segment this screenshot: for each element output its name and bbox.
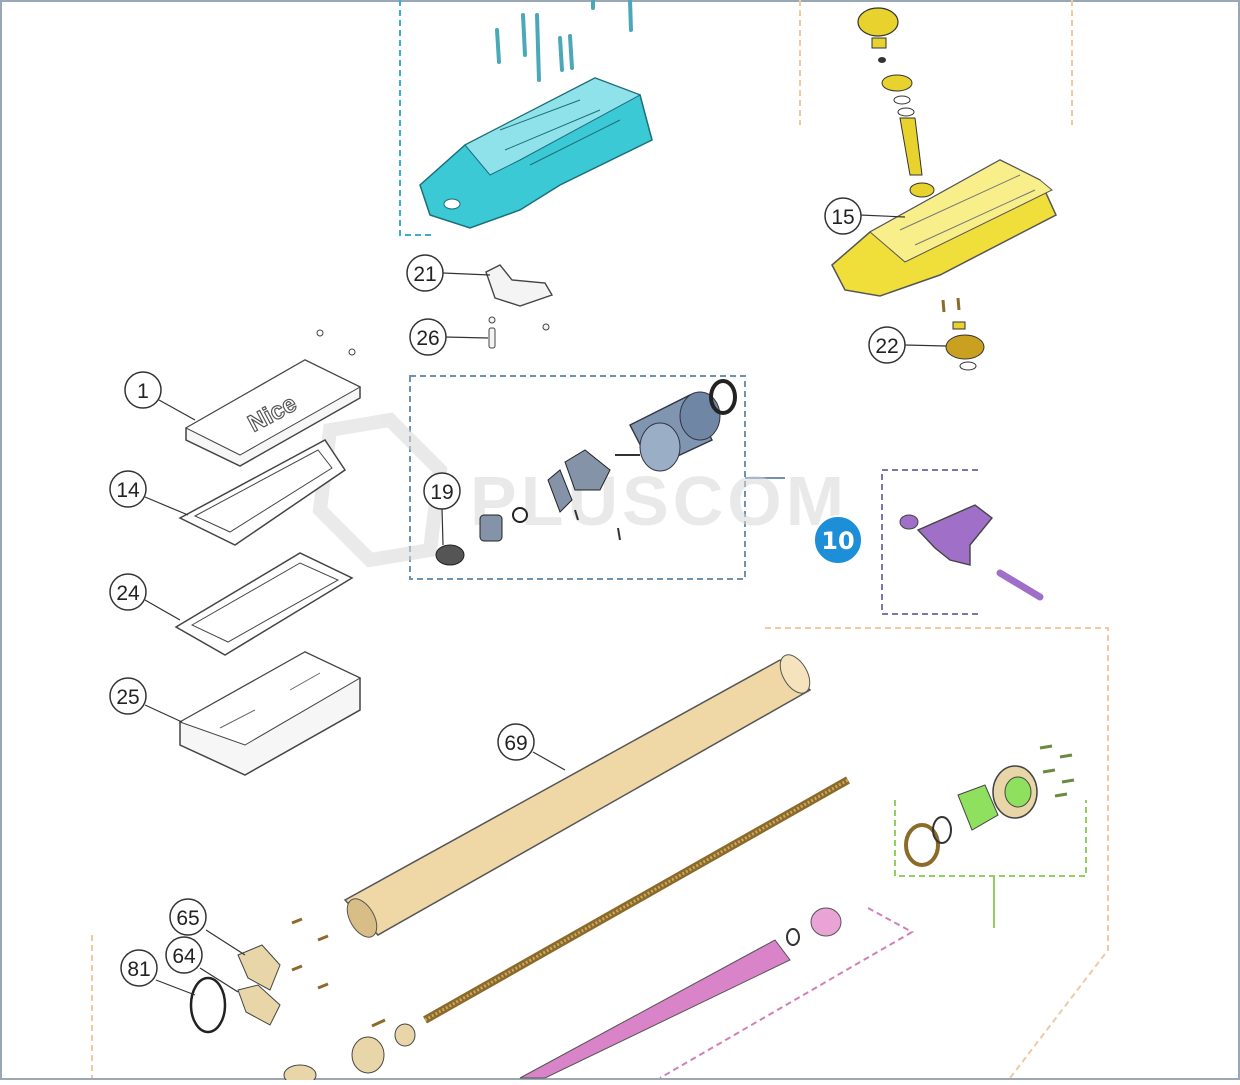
watermark: PLUSCOM [312,412,848,568]
highlight-badge-label: 10 [821,527,854,555]
screws-top [495,0,633,82]
callout-26-label: 26 [416,327,439,350]
callout-19: 19 [423,472,461,510]
group-outline-tube [765,627,1109,1079]
part-14-gasket [178,439,347,546]
part-69-tube [343,654,812,938]
group-outline-bushing [894,800,1087,877]
group-outline-motor [409,375,746,580]
callout-25: 25 [109,677,147,715]
callout-65: 65 [169,898,207,936]
callout-15: 15 [824,197,862,235]
callout-69-label: 69 [504,732,527,755]
callout-22-label: 22 [875,335,898,358]
bottom-left-parts [189,917,416,1085]
callout-25-label: 25 [116,686,139,709]
callout-15-label: 15 [831,206,854,229]
cyan-upper-housing [419,77,653,229]
callout-14-label: 14 [116,479,140,502]
callout-21: 21 [406,254,444,292]
callout-81-label: 81 [127,958,150,981]
callout-69: 69 [497,723,535,761]
group-outline-yellow [799,0,1073,125]
highlight-badge: 10 [813,515,863,565]
callout-64: 64 [165,936,203,974]
callout-leaders [144,214,947,996]
callout-26: 26 [409,318,447,356]
callout-24: 24 [109,573,147,611]
group-outline-cyan [399,0,435,236]
motor-assembly [435,379,737,566]
pink-rod [519,907,842,1079]
callout-24-label: 24 [116,582,140,605]
part-26-pins [488,316,550,349]
part-21-clip [485,264,554,307]
callout-1-label: 1 [137,380,149,403]
callout-21-label: 21 [413,263,436,286]
threaded-rod [423,776,850,1024]
yellow-gear-stack [857,7,935,198]
part-1-cover: Nice [184,329,362,467]
watermark-text: PLUSCOM [470,462,848,540]
callout-22: 22 [868,326,906,364]
callout-14: 14 [109,470,147,508]
callout-64-label: 64 [172,945,196,968]
yellow-lower-housing [831,159,1057,297]
callout-81: 81 [120,949,158,987]
purple-bracket-group [899,504,1044,601]
green-bushing-group [904,744,1075,867]
part-24-gasket [174,552,354,656]
part-25-base [178,651,362,776]
yellow-small-parts [941,297,985,371]
callout-19-label: 19 [430,481,453,504]
callout-1: 1 [124,371,162,409]
group-outline-rod [659,907,915,1079]
callout-65-label: 65 [176,907,199,930]
